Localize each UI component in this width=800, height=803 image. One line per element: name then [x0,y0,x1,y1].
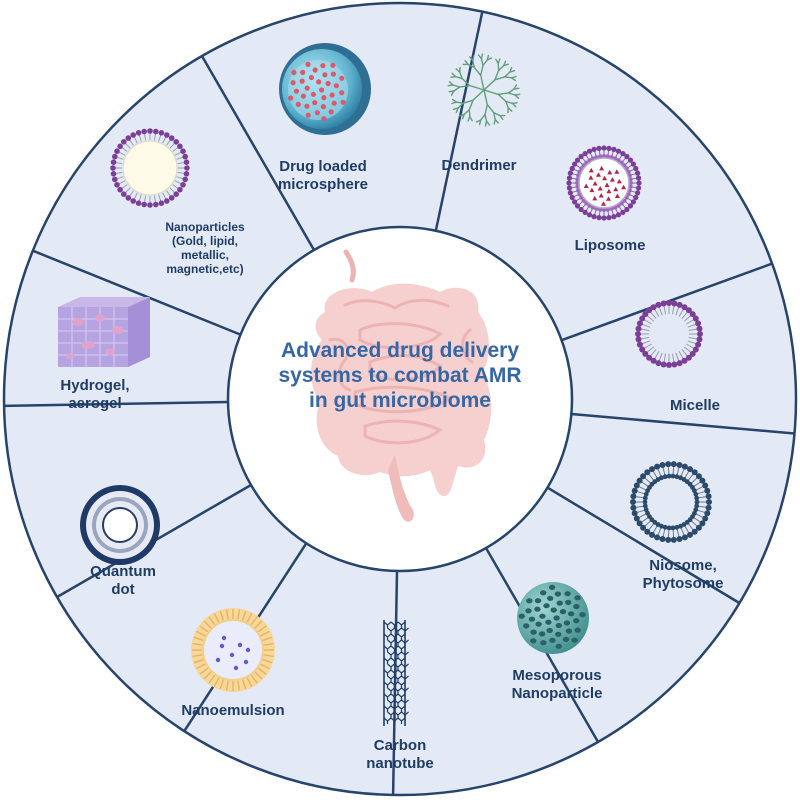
quantum-dot-icon [80,485,160,565]
label-dendrimer: Dendrimer [420,157,538,175]
mesoporous-nanoparticle-icon [517,582,589,654]
label-micelle: Micelle [650,397,740,415]
center-title: Advanced drug delivery systems to combat… [250,338,550,413]
label-hydrogel-aerogel: Hydrogel,aerogel [40,377,150,413]
nanoemulsion-icon [191,608,275,692]
label-niosome-phytosome: Niosome,Phytosome [628,557,738,593]
microsphere-icon [279,43,371,135]
hydrogel-icon [58,297,150,367]
label-nanoemulsion: Nanoemulsion [168,702,298,720]
label-liposome: Liposome [560,237,660,255]
label-nanoparticles: Nanoparticles(Gold, lipid,metallic,magne… [145,220,265,276]
